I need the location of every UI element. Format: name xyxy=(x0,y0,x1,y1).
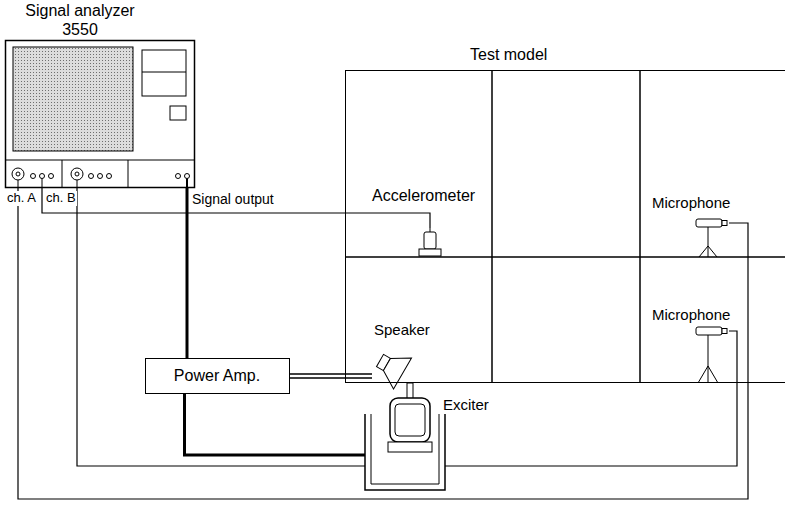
wire-label: Signal output xyxy=(191,191,275,207)
analyzer-instrument xyxy=(5,41,195,189)
analyzer-screen xyxy=(13,47,133,151)
wire-line xyxy=(77,188,737,466)
wire-line xyxy=(185,394,366,455)
sensor-cable xyxy=(430,228,431,232)
terminal xyxy=(40,174,45,179)
exciter-cradle xyxy=(365,414,445,490)
analyzer-node: Signal analyzer3550 xyxy=(5,40,195,188)
analyzer-housing xyxy=(6,41,195,188)
panel-divider xyxy=(142,72,186,73)
terminal xyxy=(98,174,103,179)
tripod-leg xyxy=(708,246,709,257)
model-number: 3550 xyxy=(0,21,175,39)
analyzer-panel xyxy=(142,50,186,96)
strip-divider xyxy=(62,160,63,188)
test-model-box: Test modelAccelerometerMicrophoneSpeaker… xyxy=(345,70,785,383)
floor-line xyxy=(346,256,785,258)
sensor-base xyxy=(419,249,441,256)
mic-body xyxy=(696,219,722,227)
exciter-ground xyxy=(365,398,445,490)
signal-wire xyxy=(42,188,430,228)
exciter-cradle-inner xyxy=(371,414,439,484)
exciter-body xyxy=(390,398,430,442)
box-label: Power Amp. xyxy=(174,367,260,385)
accelerometer-symbol xyxy=(419,228,441,256)
speaker-node: Speaker xyxy=(372,345,414,390)
signal-wire xyxy=(18,188,748,499)
microphone-node: Microphone xyxy=(693,325,729,383)
tripod-leg xyxy=(708,366,718,383)
bnc-pin xyxy=(75,172,79,176)
tripod-leg xyxy=(699,246,708,257)
sensor-label: Microphone xyxy=(652,194,730,211)
mic-plug xyxy=(722,329,727,334)
mic-body xyxy=(696,327,722,335)
room-dividers xyxy=(346,71,785,383)
analyzer-button xyxy=(170,106,186,120)
wire-line xyxy=(290,373,373,374)
signal-wire xyxy=(185,394,366,455)
channel-label: ch. A xyxy=(6,191,37,206)
power-amp-box: Power Amp. xyxy=(145,358,290,394)
bnc-pin xyxy=(16,172,20,176)
wire-line xyxy=(18,188,748,499)
wire-line xyxy=(290,377,373,378)
exciter-symbol xyxy=(365,383,445,490)
microphone-node: Microphone xyxy=(693,216,729,257)
strip-divider xyxy=(128,160,129,188)
socket-lead xyxy=(186,179,188,189)
tripod-leg xyxy=(708,366,709,383)
wire-line xyxy=(42,188,430,228)
channel-label: ch. B xyxy=(45,191,77,206)
accelerometer-node: Accelerometer xyxy=(415,228,445,257)
exciter-core xyxy=(395,404,425,436)
sensor-body xyxy=(424,232,436,249)
microphone-symbol xyxy=(696,219,727,257)
connector-strip xyxy=(5,160,195,161)
sensor-label: Accelerometer xyxy=(372,187,475,205)
tripod-leg xyxy=(708,246,717,257)
tripod-pole xyxy=(708,335,709,366)
exciter-node: Exciter xyxy=(365,383,505,490)
terminal xyxy=(49,174,54,179)
tripod-leg xyxy=(698,366,708,383)
terminal xyxy=(185,174,190,179)
terminal xyxy=(107,174,112,179)
mic-plug xyxy=(722,221,727,226)
signal-wire xyxy=(77,188,737,466)
bnc-socket xyxy=(71,168,83,180)
terminal xyxy=(89,174,94,179)
wall-line xyxy=(491,71,493,383)
microphone-symbol xyxy=(696,327,727,383)
sensor-label: Microphone xyxy=(652,306,730,323)
socket-lead xyxy=(42,179,43,189)
wall-line xyxy=(639,71,641,383)
tripod-pole xyxy=(708,227,709,246)
terminal xyxy=(31,174,36,179)
socket-lead xyxy=(77,180,78,188)
exciter-label: Exciter xyxy=(443,396,489,413)
analyzer-title: Signal analyzer xyxy=(0,2,175,20)
exciter-base xyxy=(388,442,432,452)
terminal xyxy=(176,174,181,179)
speaker-cone xyxy=(378,349,412,389)
speaker-label: Speaker xyxy=(374,321,430,338)
box-heading: Test model xyxy=(470,46,547,64)
socket-lead xyxy=(18,180,19,188)
signal-wire xyxy=(290,374,373,378)
bnc-socket xyxy=(12,168,24,180)
